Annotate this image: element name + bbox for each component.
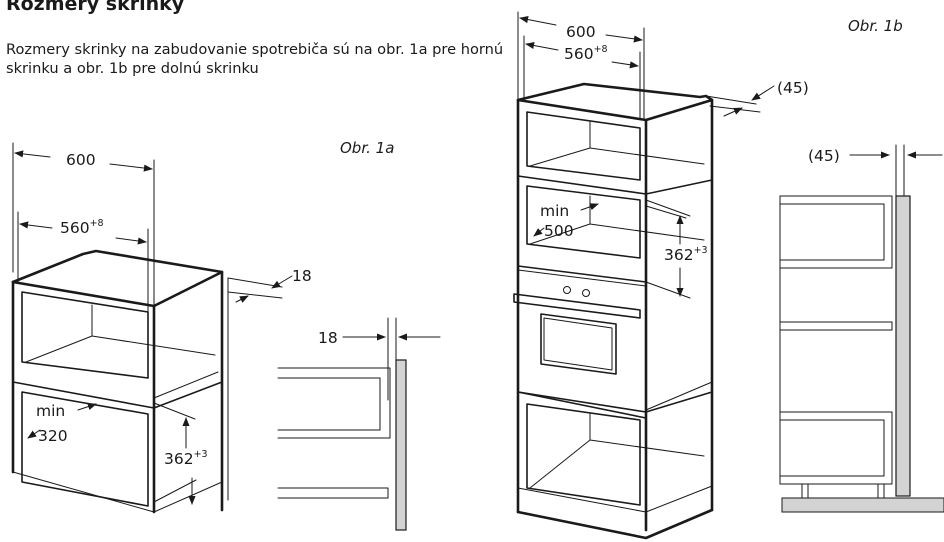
dim-1a-width: 600 xyxy=(12,142,155,306)
figure-1b-caption: Obr. 1b xyxy=(848,17,903,35)
figure-1a-caption: Obr. 1a xyxy=(340,139,394,157)
section-1b: (45) xyxy=(779,144,944,513)
section-1a: 18 xyxy=(277,317,441,531)
dim-1a-min-depth: min 320 xyxy=(27,402,97,445)
intro-text: Rozmery skrinky na zabudovanie spotrebič… xyxy=(6,41,504,77)
dim-1a-opening-height: 362+3 xyxy=(153,402,208,505)
dim-1a-opening-height-label: 362+3 xyxy=(164,449,208,468)
dim-1a-min-label: min xyxy=(36,402,65,420)
dim-1a-inner-width-label: 560+8 xyxy=(60,218,104,237)
dim-1a-width-label: 600 xyxy=(66,151,96,169)
dim-1b-min-value: 500 xyxy=(544,222,574,240)
dim-1b-rear-gap: (45) xyxy=(705,79,809,117)
dim-1b-inner-width: 560+8 xyxy=(523,35,641,119)
dim-1b-opening-height: 362+3 xyxy=(645,199,708,299)
dim-1a-min-value: 320 xyxy=(38,427,68,445)
page-heading: Rozmery skrinky xyxy=(6,0,185,15)
figure-1b: Obr. 1b 600 560+8 (45) xyxy=(513,11,944,540)
cabinet-1b xyxy=(513,82,714,540)
dim-1a-panel-thickness-label: 18 xyxy=(292,267,312,285)
dim-1b-min-depth: min 500 xyxy=(533,202,599,240)
figure-1a: Obr. 1a 600 560+8 xyxy=(11,139,441,531)
dim-1b-min-label: min xyxy=(540,202,569,220)
dim-1a-side-gap-label: 18 xyxy=(318,329,338,347)
dim-1b-side-gap-label: (45) xyxy=(808,147,840,165)
dim-1a-panel-thickness: 18 xyxy=(227,267,312,303)
dim-1b-opening-height-label: 362+3 xyxy=(664,245,708,264)
dim-1a-inner-width: 560+8 xyxy=(17,211,149,313)
dim-1b-width-label: 600 xyxy=(566,23,596,41)
dim-1b-width: 600 xyxy=(517,11,645,119)
dim-1b-inner-width-label: 560+8 xyxy=(564,44,608,63)
dim-1b-rear-gap-label: (45) xyxy=(777,79,809,97)
cabinet-1a xyxy=(11,249,229,514)
